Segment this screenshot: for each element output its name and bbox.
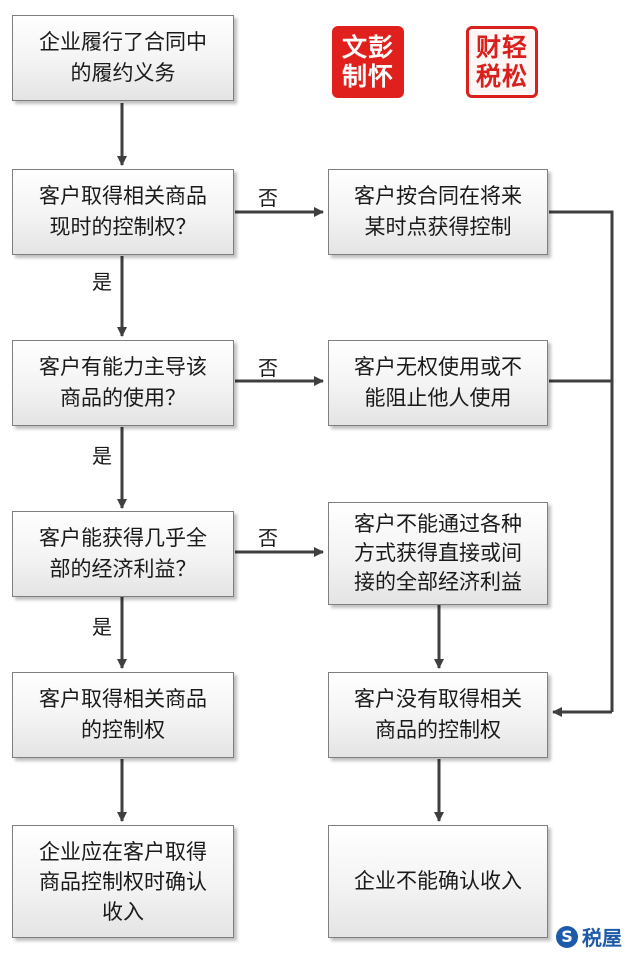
label-yes-q3: 是 [92, 615, 112, 639]
box-future-control: 客户按合同在将来某时点获得控制 [328, 169, 548, 255]
box-no-right-use: 客户无权使用或不能阻止他人使用 [328, 340, 548, 426]
box-obtained-control: 客户取得相关商品的控制权 [12, 672, 234, 758]
label-yes-q1: 是 [92, 270, 112, 294]
box-question-direct-use: 客户有能力主导该商品的使用？ [12, 340, 234, 426]
author-seal-stamp: 文彭 制怀 [332, 26, 404, 98]
box-not-obtained-control: 客户没有取得相关商品的控制权 [328, 672, 548, 758]
label-yes-q2: 是 [92, 444, 112, 468]
box-recognize-revenue: 企业应在客户取得商品控制权时确认收入 [12, 825, 234, 938]
logo-icon: S [556, 925, 578, 948]
line-right-trunk [549, 210, 614, 712]
label-no-q2: 否 [258, 356, 278, 380]
watermark: S 税屋 [556, 922, 622, 951]
box-perform-obligation: 企业履行了合同中的履约义务 [12, 15, 234, 101]
watermark-text: 税屋 [582, 926, 622, 950]
box-cannot-recognize: 企业不能确认收入 [328, 825, 548, 938]
box-no-benefits: 客户不能通过各种方式获得直接或间接的全部经济利益 [328, 502, 548, 605]
box-question-obtain-control: 客户取得相关商品现时的控制权？ [12, 169, 234, 255]
label-no-q3: 否 [258, 526, 278, 550]
brand-seal-stamp: 财轻 税松 [466, 26, 538, 98]
box-question-benefits: 客户能获得几乎全部的经济利益？ [12, 511, 234, 597]
label-no-q1: 否 [258, 186, 278, 210]
